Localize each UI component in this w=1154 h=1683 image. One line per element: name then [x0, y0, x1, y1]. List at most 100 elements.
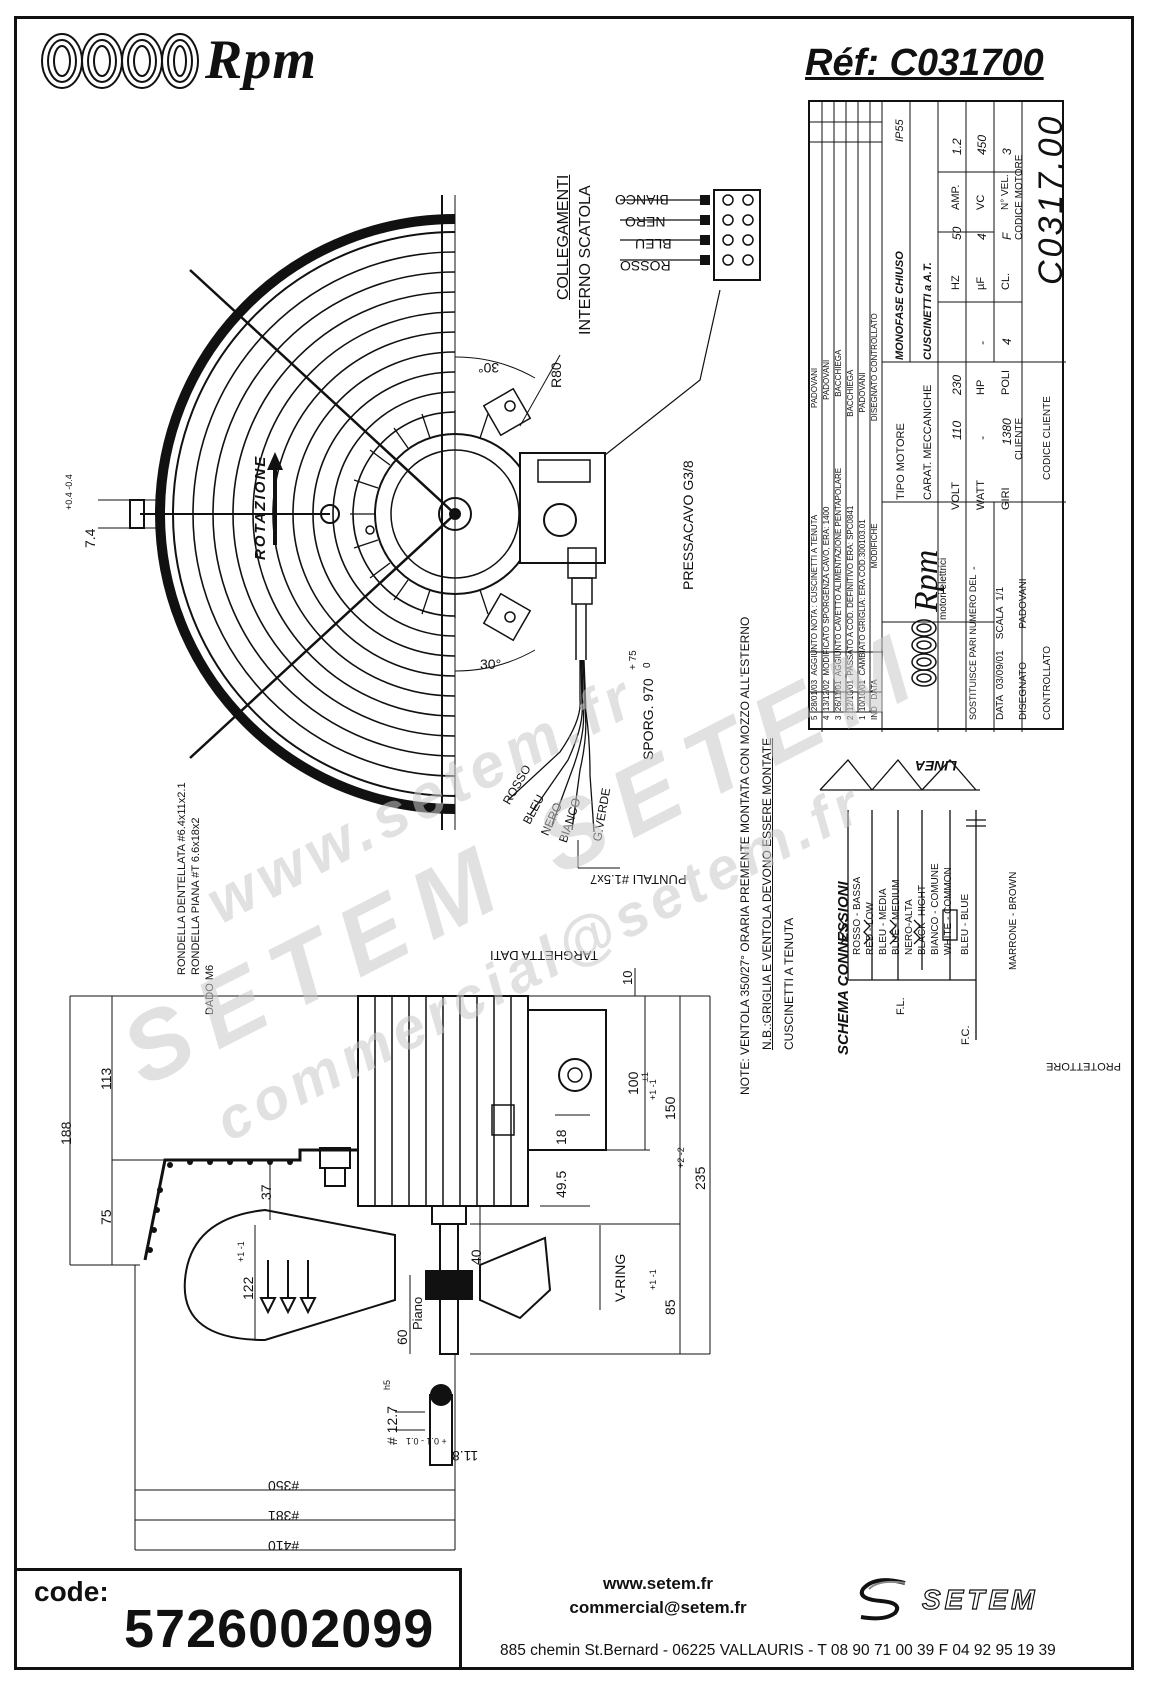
schema-wire-label: BLACK- HIGHT [917, 884, 928, 955]
poli-label: POLI [1000, 369, 1012, 395]
website-link[interactable]: www.setem.fr [603, 1574, 713, 1593]
revision-row: 1 10/10/01 CAMBIATO GRIGLIA: ERA COD.300… [858, 372, 867, 720]
hp-label: HP [975, 379, 987, 395]
title-block-company-sub: motori elettrici [938, 557, 949, 620]
connections-title: COLLEGAMENTI INTERNO SCATOLA [555, 174, 594, 335]
dim-11-8: 11.8 [452, 1448, 479, 1464]
email-link[interactable]: commercial@setem.fr [569, 1598, 747, 1617]
angle-top-label: 30° [478, 360, 500, 376]
rotation-label: ROTAZIONE [252, 454, 269, 560]
plane-label: Piano [410, 1296, 425, 1330]
cliente-label: CLIENTE [1014, 417, 1025, 460]
dim-122: 122 [240, 1276, 256, 1300]
dim-235-tol: +2 -2 [676, 1147, 686, 1168]
vel-label: N° VEL. [1000, 174, 1011, 210]
title-block-grid [810, 102, 1066, 732]
dim-381: #381 [268, 1508, 300, 1524]
schema-wire-label: MARRONE - BROWN [1008, 871, 1019, 970]
protrusion-label: SPORG. 970 [640, 678, 656, 760]
carat-label: CARAT. MECCANICHE [922, 384, 934, 500]
date-label: DATA 03/09/01 SCALA 1/1 [995, 586, 1006, 720]
codice-cliente-label: CODICE CLIENTE [1042, 396, 1053, 480]
address-line: 885 chemin St.Bernard - 06225 VALLAURIS … [500, 1642, 1056, 1659]
volt-label: VOLT [950, 482, 962, 510]
setem-swoosh-icon [859, 1578, 906, 1621]
codice-motore-label: CODICE MOTORE [1014, 154, 1025, 240]
schema-wire-label: BLEU - BLUE [960, 893, 971, 955]
dim-18: 18 [553, 1129, 569, 1145]
protection-rating: IP55 [894, 119, 906, 142]
dim-122-tol: +1 -1 [236, 1241, 246, 1262]
note-line: NOTE: VENTOLA 350/27° ORARIA PREMENTE MO… [738, 616, 752, 1095]
vel-value: 3 [1000, 148, 1014, 155]
watt-label: WATT [975, 480, 987, 510]
terminal-wire-label: NERO [625, 214, 666, 230]
dim-100: 100 [625, 1071, 641, 1095]
dim-410: #410 [268, 1538, 300, 1554]
dim-188: 188 [58, 1121, 74, 1145]
schema-wire-label: NERO-ALTA [904, 899, 915, 955]
vc-label: VC [975, 194, 987, 210]
protector-label: PROTETTORE [1046, 1060, 1121, 1072]
amp-value: 1.2 [950, 138, 964, 155]
giri-label: GIRI [1000, 487, 1012, 510]
connection-schema-diagram [819, 758, 986, 1040]
disegnato-row: DISEGNATO PADOVANI [1018, 578, 1029, 720]
codice-motore-value: C0317.00 [1032, 113, 1070, 285]
schema-wire-label: BIANCO - COMUNE [930, 863, 941, 955]
title-block [808, 100, 1066, 732]
terminal-wire-label: BIANCO [615, 192, 669, 208]
note-line: CUSCINETTI A TENUTA [782, 917, 796, 1050]
angle-bottom-label: 30° [480, 656, 502, 672]
cable-gland-label: PRESSACAVO G3/8 [680, 460, 696, 590]
revision-row: 2 12/10/01 PASSATO A COD. DEFINITIVO ERA… [846, 369, 855, 720]
amp-label: AMP. [950, 184, 962, 210]
dim-7-4: 7.4 [82, 528, 98, 548]
terminal-block [604, 189, 761, 456]
fan-grille [140, 214, 455, 814]
tipo-motore-label: TIPO MOTORE [895, 423, 907, 500]
code-box [14, 1568, 462, 1670]
dim-350: #350 [268, 1478, 300, 1494]
brand-logo-text: Rpm [205, 29, 317, 91]
sostituisce-label: SOSTITUISCE PARI NUMERO DEL [968, 574, 978, 720]
volt-value-2: 230 [950, 374, 964, 395]
rpm-coil-logo-icon [41, 33, 199, 89]
radius-label: R80 [548, 362, 564, 388]
fc-label: F.C. [960, 1025, 972, 1045]
dim-85: 85 [662, 1299, 678, 1315]
tipo-motore: MONOFASE CHIUSO [894, 251, 906, 360]
terminal-wire-label: ROSSO [620, 258, 671, 274]
revision-header: IND DATA MODIFICHE DISEGNATO CONTROLLATO [870, 313, 879, 720]
poli-value: 4 [1000, 338, 1014, 345]
schema-title: SCHEMA CONNESSIONI [835, 881, 852, 1055]
giri-value: 1380 [1000, 418, 1014, 445]
schema-wire-label: BLUE - MEDIUM [891, 879, 902, 955]
hp-value: - [975, 341, 989, 345]
dim-49-5: 49.5 [553, 1170, 569, 1198]
cl-value: F [1000, 232, 1014, 240]
line-label: LINEA [915, 758, 957, 774]
hz-value: 50 [950, 226, 964, 240]
code-value: 5726002099 [124, 1599, 435, 1659]
motor-side-view [143, 995, 607, 1355]
vring-label: V-RING [612, 1253, 628, 1302]
uf-value: 4 [975, 233, 989, 240]
dim-85-tol: +1 -1 [648, 1269, 658, 1290]
revision-row: 4 13/12/02 MODIFICATO SPORGENZA CAVO, ER… [822, 359, 831, 720]
carat-value: CUSCINETTI a A.T. [922, 262, 934, 360]
dim-12-7: # 12.7 [384, 1406, 400, 1445]
schema-wire-label: BLEU - MEDIA [878, 888, 889, 955]
schema-wire-label: WHITE - COMMON [943, 867, 954, 955]
watt-value: - [975, 436, 989, 440]
dim-7-4-tol: +0.4 -0.4 [64, 474, 74, 510]
reference-code: Réf: C031700 [805, 42, 1044, 84]
revision-row: 5 28/01/03 AGGIUNTO NOTA : CUSCINETTI A … [810, 367, 819, 720]
schema-wire-label: ROSSO - BASSA [852, 876, 863, 955]
fl-label: F.L. [895, 997, 907, 1015]
protrusion-tol-plus: + 75 [628, 650, 639, 670]
dim-60: 60 [394, 1329, 410, 1345]
setem-brand: SETEM [921, 1583, 1039, 1615]
dim-150-tol: +1 -1 [648, 1079, 658, 1100]
nut-label: DADO M6 [204, 964, 216, 1015]
